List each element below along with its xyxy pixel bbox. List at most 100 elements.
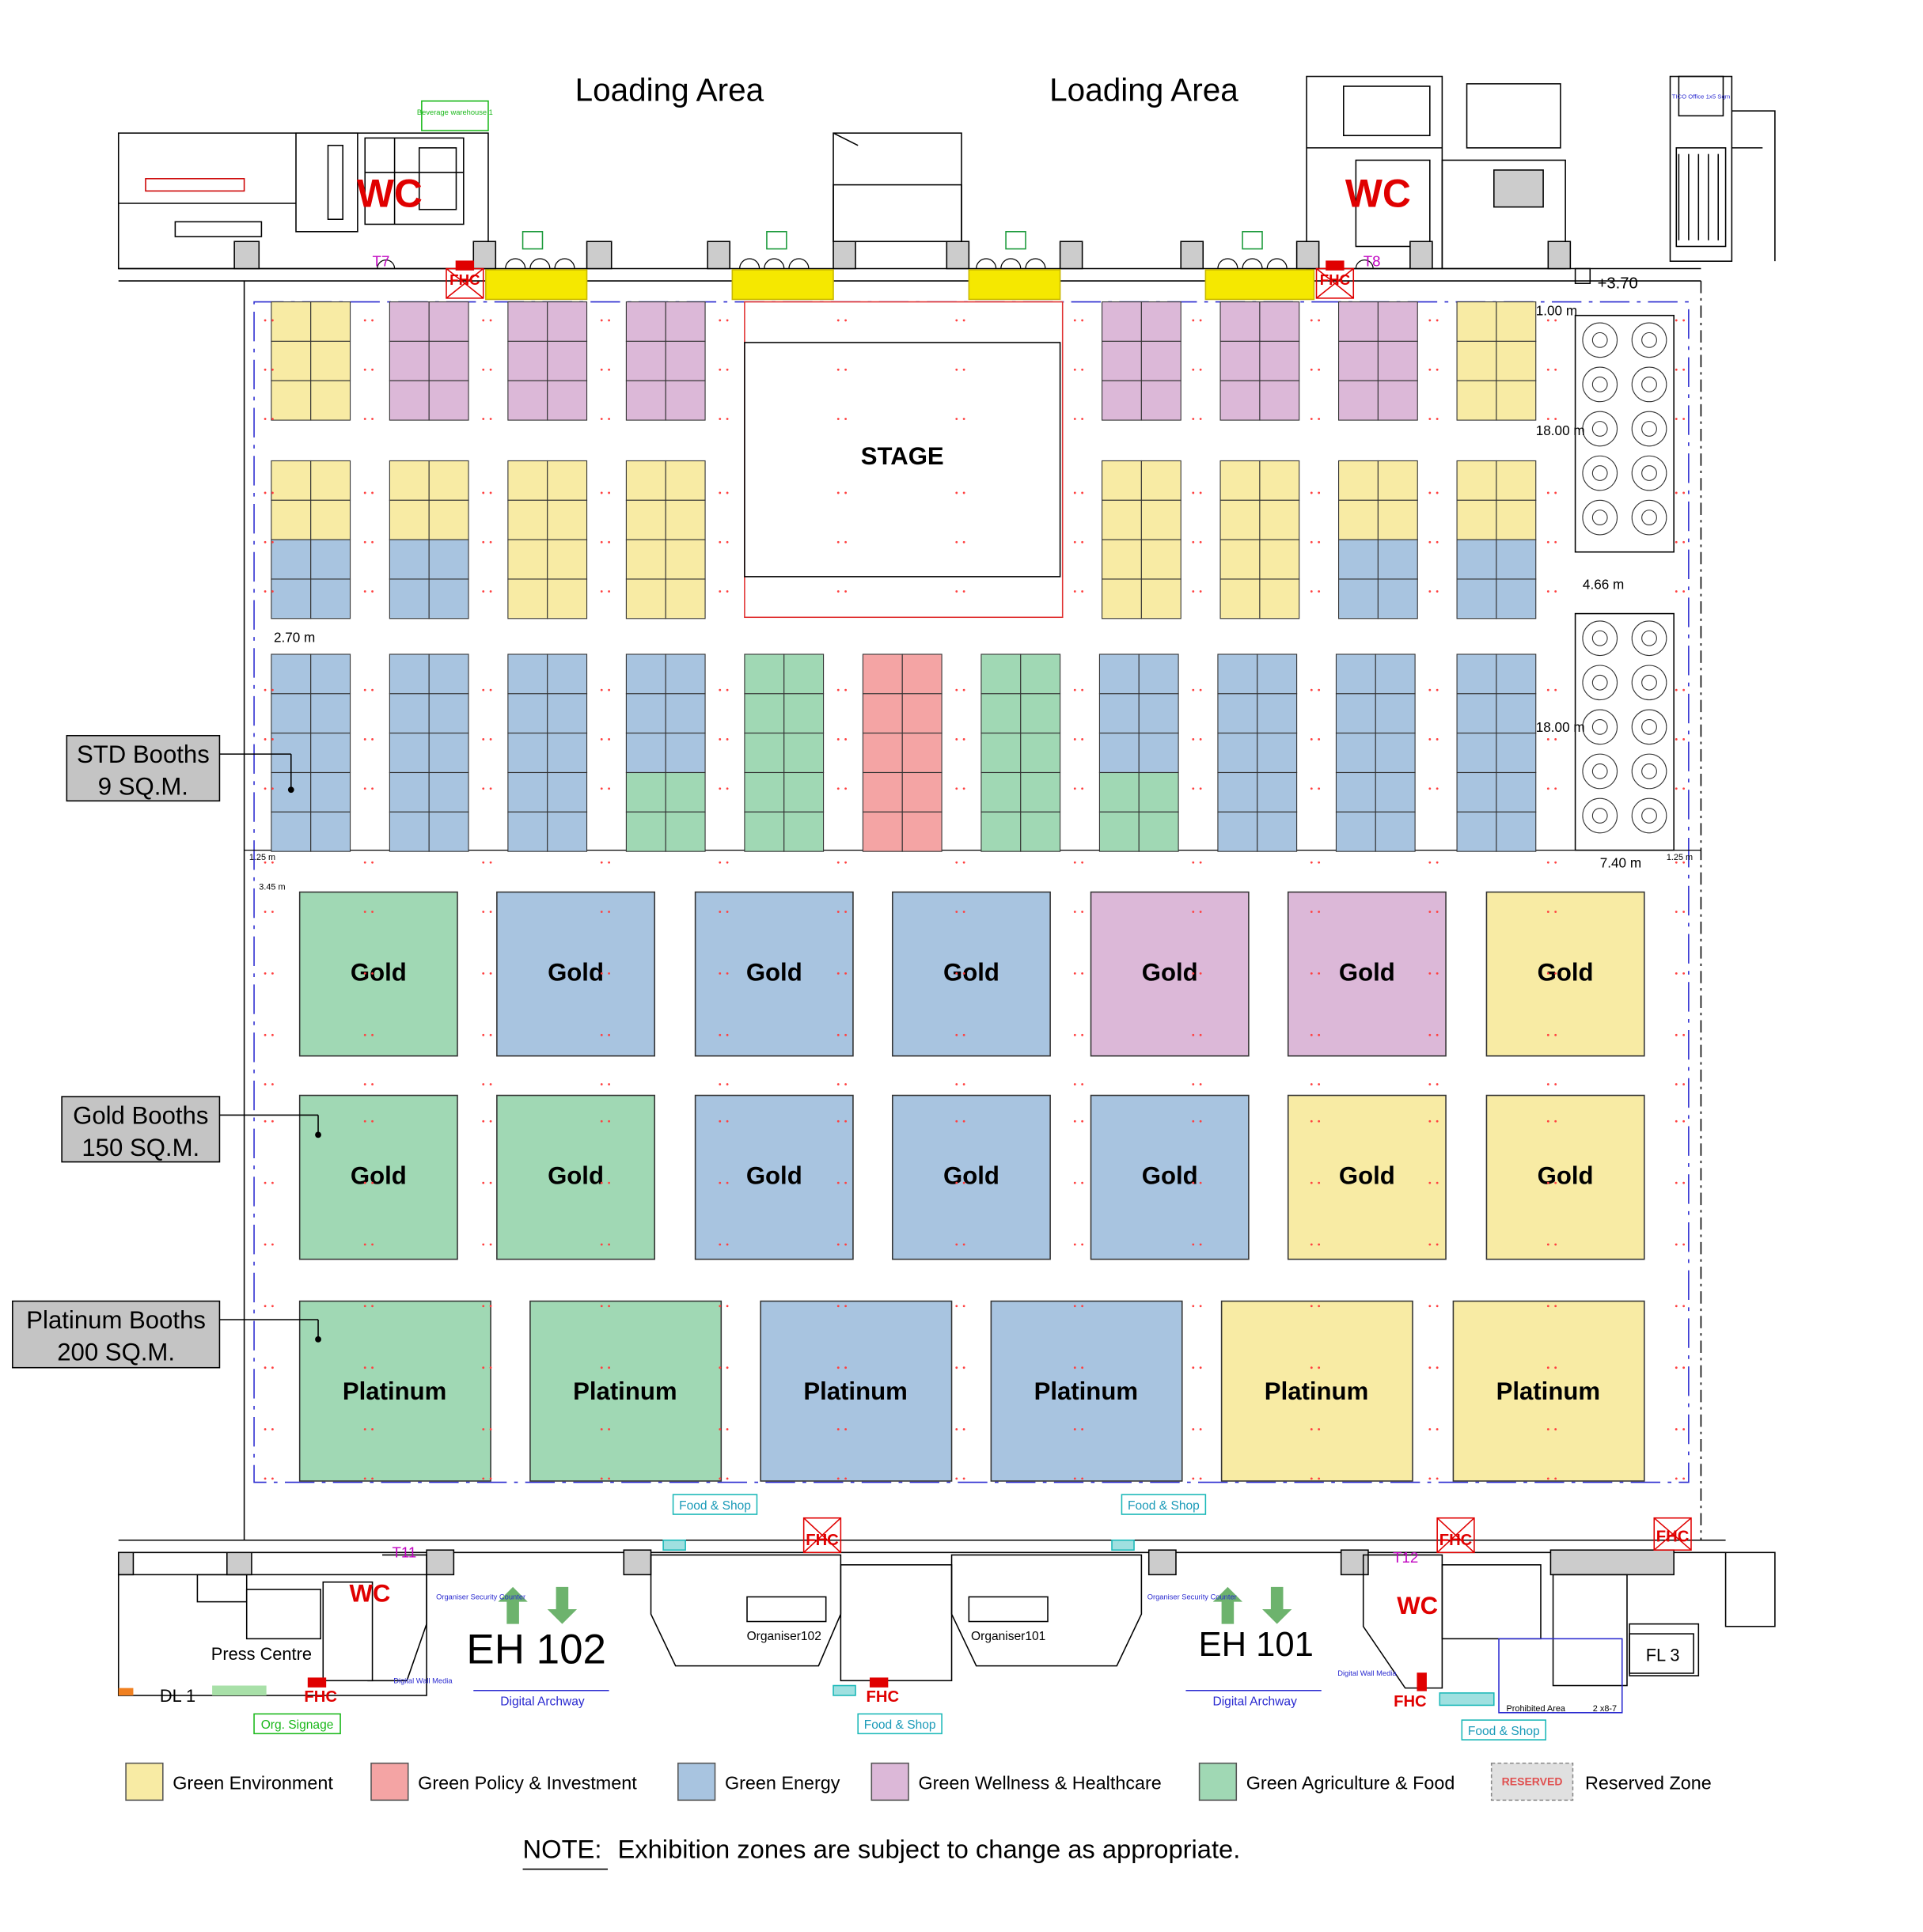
legend-reserved: RESERVED Reserved Zone [1490, 1762, 1712, 1801]
round-table-top [1591, 718, 1608, 735]
std-booths [271, 301, 1537, 852]
round-table-top [1641, 630, 1657, 646]
std-booth [547, 771, 588, 813]
pillar-dot [1073, 319, 1076, 322]
pillar-dot [600, 738, 603, 741]
pillar-dot [371, 688, 374, 691]
pillar-dot [1675, 787, 1678, 790]
std-booth [547, 340, 588, 381]
pillar-dot [1192, 1477, 1195, 1480]
std-booth [1217, 771, 1258, 813]
pillar-dot [962, 1181, 965, 1184]
std-booth [1496, 380, 1537, 421]
pillar-dot [271, 738, 274, 741]
callout-std-size: 9 SQ.M. [98, 773, 188, 801]
pillar-dot [962, 1083, 965, 1085]
pillar-dot [371, 1428, 374, 1430]
beverage-box [421, 100, 489, 131]
std-booth [1456, 301, 1497, 342]
pillar-dot [264, 1305, 267, 1308]
gold-booth-label: Gold [548, 1162, 604, 1190]
std-booth [901, 733, 943, 774]
std-booth [1140, 301, 1181, 342]
pillar-dot [489, 1243, 492, 1246]
round-table [1582, 411, 1618, 447]
std-booth [1456, 578, 1497, 619]
pillar-dot [489, 1366, 492, 1369]
pillar-dot [836, 1119, 840, 1123]
pillar-dot [1436, 1305, 1439, 1308]
pillar-dot [600, 1033, 603, 1036]
gold-booth [1485, 891, 1645, 1057]
fhc-label-org102: FHC [806, 1532, 839, 1549]
pillar-dot [1192, 1428, 1195, 1430]
pillar-dot [264, 1119, 267, 1123]
pillar-dot [363, 540, 366, 544]
legend-swatch [870, 1762, 909, 1801]
std-booth [783, 653, 825, 695]
south-wall [117, 1539, 1726, 1576]
round-table-top [1591, 510, 1608, 525]
pillar-dot [271, 1083, 274, 1085]
pillar-dot [600, 1305, 603, 1308]
pillar-dot [1682, 1083, 1686, 1085]
pillar-dot [726, 787, 729, 790]
platinum-booth [298, 1300, 491, 1482]
pillar-dot [482, 861, 485, 864]
pillar-dot [1675, 418, 1678, 420]
pillar-dot [1192, 1083, 1195, 1085]
pillar-dot [371, 540, 374, 544]
platinum-booth-label: Platinum [1496, 1377, 1600, 1405]
std-booth [507, 539, 548, 580]
gold-booth-label: Gold [943, 1162, 999, 1190]
pillar-dot [1192, 590, 1195, 593]
pillar-dot [363, 688, 366, 691]
std-booth [1496, 733, 1537, 774]
pillar-dot [955, 1428, 958, 1430]
pillar-dot [271, 1033, 274, 1036]
pillar-dot [1199, 787, 1202, 790]
std-booth [1377, 460, 1418, 501]
std-booth [389, 460, 430, 501]
dim-1m: 1.00 m [1536, 303, 1577, 319]
pillar-dot [719, 590, 722, 593]
std-booth [310, 340, 351, 381]
pillar-dot [1428, 418, 1432, 420]
legend-label: Green Policy & Investment [418, 1772, 637, 1793]
std-booth [1496, 578, 1537, 619]
std-booth [1456, 693, 1497, 734]
std-booth [1217, 733, 1258, 774]
pillar-dot [1436, 590, 1439, 593]
pillar-dot [371, 1305, 374, 1308]
pillar-dot [363, 1243, 366, 1246]
gold-booth [496, 891, 655, 1057]
gold-booth-label: Gold [1142, 959, 1198, 987]
pillar-dot [1310, 368, 1313, 371]
platinum-booth [529, 1300, 723, 1482]
std-booth [1496, 771, 1537, 813]
pillar-dot [271, 1243, 274, 1246]
std-booth [507, 340, 548, 381]
pillar-dot [1081, 1366, 1084, 1369]
std-booth [1098, 811, 1140, 852]
std-booth [389, 653, 430, 695]
pillar-dot [371, 1083, 374, 1085]
std-booth [310, 653, 351, 695]
gold-booth-label: Gold [746, 1162, 802, 1190]
pillar-dot [844, 738, 848, 741]
gold-booth [1287, 1094, 1447, 1260]
pillar-dot [1546, 491, 1549, 494]
std-booth [1140, 578, 1181, 619]
pillar-dot [1428, 1181, 1432, 1184]
pillar-dot [962, 972, 965, 975]
pillar-dot [1675, 1243, 1678, 1246]
pillar-dot [271, 1305, 274, 1308]
pillar-dot [955, 1033, 958, 1036]
pillar-dot [836, 590, 840, 593]
std-booth [1496, 340, 1537, 381]
pillar-dot [482, 1243, 485, 1246]
pillar-dot [600, 1243, 603, 1246]
std-booth [310, 539, 351, 580]
